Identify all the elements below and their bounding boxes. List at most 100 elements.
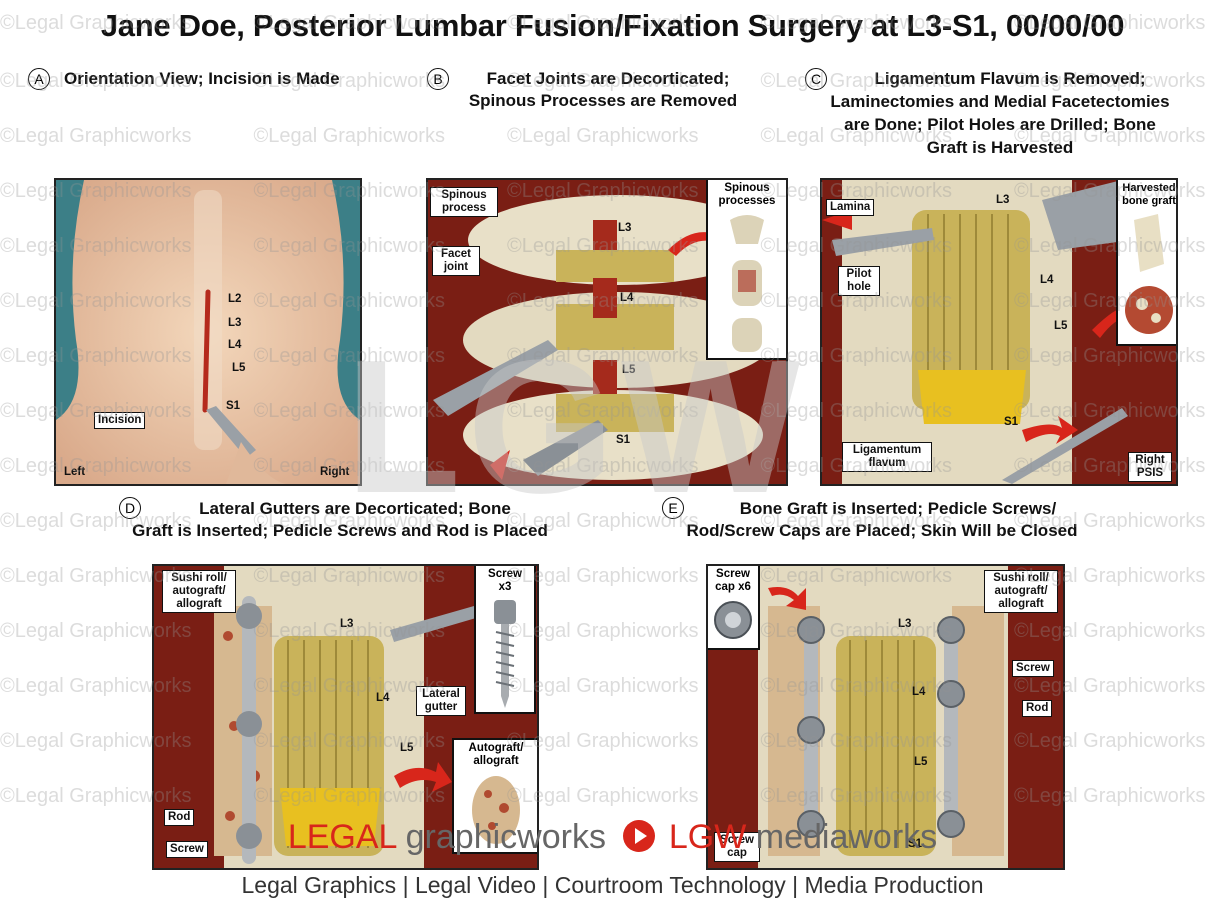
- vertebra-label-l4: L4: [228, 339, 242, 351]
- watermark-text: ©Legal Graphicworks: [253, 125, 445, 147]
- pilot-hole-label-2: hole: [847, 281, 871, 293]
- screw-inset-title-1: Screw: [488, 568, 522, 580]
- inset-title: Autograft/ allograft: [454, 742, 537, 768]
- ligamentum-flavum-label: Ligamentum flavum: [842, 442, 932, 472]
- vertebra-label-l5: L5: [622, 364, 636, 376]
- inset-title-1: Harvested: [1122, 182, 1176, 194]
- vertebra-label-l5: L5: [914, 756, 928, 768]
- caption-c: C Ligamentum Flavum is Removed; Laminect…: [805, 68, 1205, 160]
- sushi-roll-label-2: autograft/: [172, 585, 226, 597]
- sushi-roll-label-3: allograft: [998, 598, 1044, 610]
- vertebra-label-l4: L4: [620, 292, 634, 304]
- cap-inset-title-1: Screw: [716, 568, 750, 580]
- vertebra-label-l2: L2: [228, 293, 242, 305]
- graft-picture: [472, 776, 520, 844]
- vertebra-label-l5: L5: [1054, 320, 1068, 332]
- facet-joint-label-1: Facet: [440, 248, 472, 260]
- vertebra-label-l3: L3: [898, 618, 912, 630]
- footer-logo: LEGAL graphicworks LGW mediaworks: [0, 818, 1225, 857]
- vertebra-label-l3: L3: [340, 618, 354, 630]
- lateral-gutter-label-2: gutter: [424, 701, 458, 713]
- panel-b-image: Spinous process Facet joint L3 L4 L5 S1 …: [426, 178, 788, 486]
- inset-title-2: bone graft: [1122, 195, 1176, 207]
- vertebra-label-l4: L4: [376, 692, 390, 704]
- panel-letter-b: B: [427, 68, 449, 90]
- caption-b-line2: Spinous Processes are Removed: [468, 91, 738, 110]
- vertebra-label-l4: L4: [912, 686, 926, 698]
- vertebra-label-s1: S1: [908, 838, 923, 850]
- pilot-hole-label: Pilot hole: [838, 266, 880, 296]
- inset-title: Harvested bone graft: [1118, 182, 1176, 208]
- screw-cap-x6-inset: Screw cap x6: [708, 566, 760, 650]
- sushi-roll-label-1: Sushi roll/: [171, 572, 227, 584]
- inset-title: Screw x3: [476, 568, 534, 594]
- screw-label: Screw: [166, 841, 208, 858]
- inset-title-2: processes: [718, 195, 776, 207]
- panel-a-illustration: [56, 180, 360, 484]
- screw-cap-label: Screw cap: [714, 832, 760, 862]
- vertebra-label-l5: L5: [232, 362, 246, 374]
- cap-inset-title-2: cap x6: [715, 581, 751, 593]
- caption-e-line2: Rod/Screw Caps are Placed; Skin Will be …: [686, 521, 1078, 540]
- screw-x3-inset: Screw x3: [474, 566, 536, 714]
- play-icon: [623, 820, 656, 852]
- spinous-process-label-1: Spinous: [441, 189, 487, 201]
- vertebra-label-s1: S1: [226, 400, 241, 412]
- harvested-bone-graft-inset: Harvested bone graft: [1116, 180, 1176, 346]
- caption-e-line1: Bone Graft is Inserted; Pedicle Screws/: [739, 499, 1057, 518]
- panel-b-illustration: [428, 180, 786, 484]
- spinous-processes-inset: Spinous processes: [706, 180, 786, 360]
- caption-a-text: Orientation View; Incision is Made: [64, 69, 340, 88]
- incision-label: Incision: [94, 412, 146, 429]
- panel-e-illustration: [708, 566, 1063, 868]
- vertebra-label-l3: L3: [618, 222, 632, 234]
- spinous-processes-pieces: [730, 215, 764, 352]
- sushi-roll-label: Sushi roll/ autograft/ allograft: [162, 570, 236, 613]
- panel-d-illustration: [154, 566, 537, 868]
- auto-inset-title-2: allograft: [473, 755, 519, 767]
- facet-joint-label: Facet joint: [432, 246, 480, 276]
- caption-d-line2: Graft is Inserted; Pedicle Screws and Ro…: [132, 521, 548, 540]
- auto-inset-title-1: Autograft/: [468, 742, 524, 754]
- inset-title: Screw cap x6: [708, 568, 758, 594]
- right-label: Right: [320, 466, 350, 478]
- pilot-hole-label-1: Pilot: [846, 268, 872, 280]
- sushi-roll-label-2: autograft/: [994, 585, 1048, 597]
- caption-d-line1: Lateral Gutters are Decorticated; Bone: [199, 499, 511, 518]
- ligamentum-flavum-label-1: Ligamentum: [852, 444, 922, 456]
- caption-b: B Facet Joints are Decorticated; Spinous…: [427, 68, 767, 114]
- vertebra-label-l3: L3: [228, 317, 242, 329]
- caption-e: E Bone Graft is Inserted; Pedicle Screws…: [652, 497, 1122, 543]
- screw-cap-label-1: Screw: [720, 834, 754, 846]
- caption-b-line1: Facet Joints are Decorticated;: [486, 69, 730, 88]
- screw-picture: [494, 600, 516, 708]
- vertebra-label-s1: S1: [1004, 416, 1019, 428]
- page-title: Jane Doe, Posterior Lumbar Fusion/Fixati…: [100, 8, 1125, 43]
- vertebra-label-l5: L5: [400, 742, 414, 754]
- lamina-label: Lamina: [826, 199, 875, 216]
- lateral-gutter-label-1: Lateral: [422, 688, 460, 700]
- footer-logo-mediaworks: mediaworks: [755, 818, 938, 856]
- spinous-process-label-2: process: [441, 202, 487, 214]
- vertebra-label-l4: L4: [1040, 274, 1054, 286]
- screw-cap-picture: [714, 601, 752, 639]
- caption-c-line1: Ligamentum Flavum is Removed;: [874, 69, 1146, 88]
- screw-inset-title-2: x3: [498, 581, 512, 593]
- panel-a-image: L2 L3 L4 L5 S1 Incision Left Right: [54, 178, 362, 486]
- spinous-process-label: Spinous process: [430, 187, 498, 217]
- panel-c-image: Lamina Pilot hole Ligamentum flavum Righ…: [820, 178, 1178, 486]
- footer-tagline: Legal Graphics | Legal Video | Courtroom…: [241, 872, 984, 898]
- panel-e-image: Screw cap x6 Sushi roll/ autograft/ allo…: [706, 564, 1065, 870]
- screw-label: Screw: [1012, 660, 1054, 677]
- right-psis-label-2: PSIS: [1136, 467, 1164, 479]
- vertebra-label-s1: S1: [616, 434, 631, 446]
- panel-d-image: Sushi roll/ autograft/ allograft Lateral…: [152, 564, 539, 870]
- caption-c-line2: Laminectomies and Medial Facetectomies: [830, 92, 1170, 111]
- caption-d: D Lateral Gutters are Decorticated; Bone…: [95, 497, 585, 543]
- ligamentum-flavum-label-2: flavum: [868, 457, 906, 469]
- footer-logo-graphicworks: graphicworks: [405, 818, 606, 856]
- panel-letter-e: E: [662, 497, 684, 519]
- lateral-gutter-label: Lateral gutter: [416, 686, 466, 716]
- autograft-allograft-inset: Autograft/ allograft: [452, 738, 537, 854]
- rod-label: Rod: [164, 809, 195, 826]
